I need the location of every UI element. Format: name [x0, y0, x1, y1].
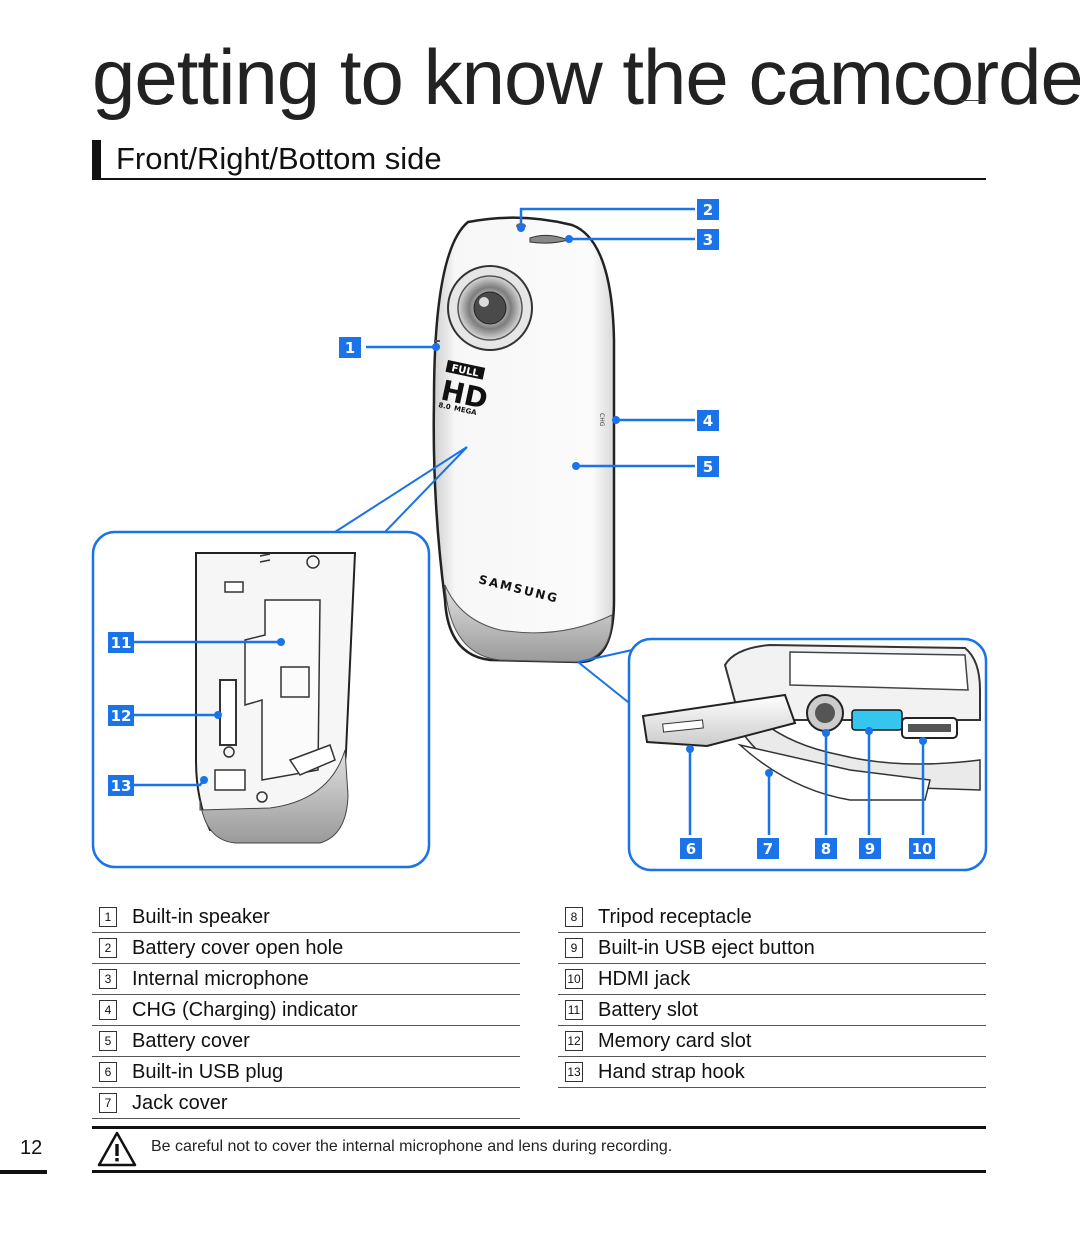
legend-item: 12 Memory card slot	[558, 1026, 986, 1057]
strap-hook-icon	[214, 769, 246, 791]
callout-badge: 5	[697, 456, 719, 477]
legend-item: 10 HDMI jack	[558, 964, 986, 995]
svg-text:4: 4	[703, 412, 713, 430]
svg-text:11: 11	[111, 634, 132, 652]
svg-text:3: 3	[703, 231, 713, 249]
svg-text:7: 7	[763, 840, 773, 858]
note-top-rule	[92, 1126, 986, 1129]
section-marker	[92, 140, 101, 178]
svg-text:1: 1	[345, 339, 355, 357]
legend-number: 11	[565, 1000, 583, 1020]
chapter-rule	[960, 100, 986, 101]
memory-card-slot-icon	[219, 679, 237, 746]
leader-lines	[134, 207, 925, 835]
legend-item: 5 Battery cover	[92, 1026, 520, 1057]
legend-number: 12	[565, 1031, 583, 1051]
callout-badge: 13	[108, 775, 134, 796]
svg-text:12: 12	[111, 707, 132, 725]
callout-badge: 8	[815, 838, 837, 859]
legend-label: Built-in USB plug	[132, 1060, 284, 1083]
zoom-connectors	[334, 446, 656, 707]
section-rule	[92, 178, 986, 180]
svg-text:5: 5	[703, 458, 713, 476]
resolution-text: 8.0	[438, 401, 452, 411]
legend-item: 9 Built-in USB eject button	[558, 933, 986, 964]
chapter-title: getting to know the camcorder	[92, 33, 1080, 121]
legend-number: 8	[565, 907, 583, 927]
svg-text:13: 13	[111, 777, 132, 795]
camcorder-diagram: FULL HD 8.0 MEGA SAMSUNG CHG	[91, 199, 988, 872]
legend-item: 7 Jack cover	[92, 1088, 520, 1119]
caution-note: Be careful not to cover the internal mic…	[151, 1138, 673, 1155]
legend-label: HDMI jack	[598, 967, 691, 990]
page-number: 12	[20, 1137, 43, 1159]
svg-text:8: 8	[821, 840, 831, 858]
jack-cover-shape	[737, 743, 931, 801]
svg-text:10: 10	[912, 840, 933, 858]
callout-badges: 1 2 3 4 5 6 7 8 9 10 11 12 13	[108, 199, 935, 859]
legend-item: 4 CHG (Charging) indicator	[92, 995, 520, 1026]
legend-label: Battery cover open hole	[132, 936, 344, 959]
legend-number: 1	[99, 907, 117, 927]
legend-label: Tripod receptacle	[598, 905, 752, 928]
legend-right: 8 Tripod receptacle 9 Built-in USB eject b…	[558, 902, 986, 1088]
legend-item: 11 Battery slot	[558, 995, 986, 1026]
full-hd-logo: FULL HD 8.0 MEGA	[438, 360, 491, 417]
callout-badge: 12	[108, 705, 134, 726]
warning-icon	[97, 1131, 137, 1167]
legend-item: 3 Internal microphone	[92, 964, 520, 995]
usb-plug-shape	[641, 693, 797, 748]
legend-label: Battery slot	[598, 998, 699, 1021]
usb-eject-button-shape	[851, 709, 903, 731]
callout-badge: 6	[680, 838, 702, 859]
legend-item: 13 Hand strap hook	[558, 1057, 986, 1088]
svg-text:9: 9	[865, 840, 875, 858]
svg-text:6: 6	[686, 840, 696, 858]
callout-badge: 10	[909, 838, 935, 859]
legend-label: Internal microphone	[132, 967, 309, 990]
battery-slot-area	[244, 599, 321, 781]
legend-left: 1 Built-in speaker 2 Battery cover open ho…	[92, 902, 520, 1119]
chg-label: CHG	[598, 413, 605, 427]
camcorder-front-view: FULL HD 8.0 MEGA SAMSUNG CHG	[432, 216, 616, 664]
legend-label: Built-in USB eject button	[598, 936, 815, 959]
legend-label: Jack cover	[132, 1091, 228, 1114]
legend-number: 2	[99, 938, 117, 958]
svg-text:2: 2	[703, 201, 713, 219]
callout-badge: 7	[757, 838, 779, 859]
callout-badge: 3	[697, 229, 719, 250]
bottom-detail-panel	[627, 637, 988, 872]
legend-item: 2 Battery cover open hole	[92, 933, 520, 964]
callout-badge: 11	[108, 632, 134, 653]
legend-number: 9	[565, 938, 583, 958]
legend-item: 6 Built-in USB plug	[92, 1057, 520, 1088]
legend-item: 8 Tripod receptacle	[558, 902, 986, 933]
legend-number: 13	[565, 1062, 583, 1082]
legend-number: 3	[99, 969, 117, 989]
legend-number: 4	[99, 1000, 117, 1020]
legend-label: CHG (Charging) indicator	[132, 998, 358, 1021]
legend-number: 5	[99, 1031, 117, 1051]
legend-label: Memory card slot	[598, 1029, 752, 1052]
note-bottom-rule	[92, 1170, 986, 1173]
callout-badge: 9	[859, 838, 881, 859]
legend-label: Built-in speaker	[132, 905, 270, 928]
callout-badge: 4	[697, 410, 719, 431]
legend-number: 10	[565, 969, 583, 989]
legend-item: 1 Built-in speaker	[92, 902, 520, 933]
callout-badge: 2	[697, 199, 719, 220]
legend-label: Battery cover	[132, 1029, 250, 1052]
legend-number: 7	[99, 1093, 117, 1113]
page-number-rule	[0, 1170, 47, 1174]
leader-dots	[200, 224, 927, 784]
section-title: Front/Right/Bottom side	[116, 141, 442, 176]
legend-number: 6	[99, 1062, 117, 1082]
side-detail-panel	[91, 530, 431, 869]
callout-badge: 1	[339, 337, 361, 358]
legend-label: Hand strap hook	[598, 1060, 745, 1083]
